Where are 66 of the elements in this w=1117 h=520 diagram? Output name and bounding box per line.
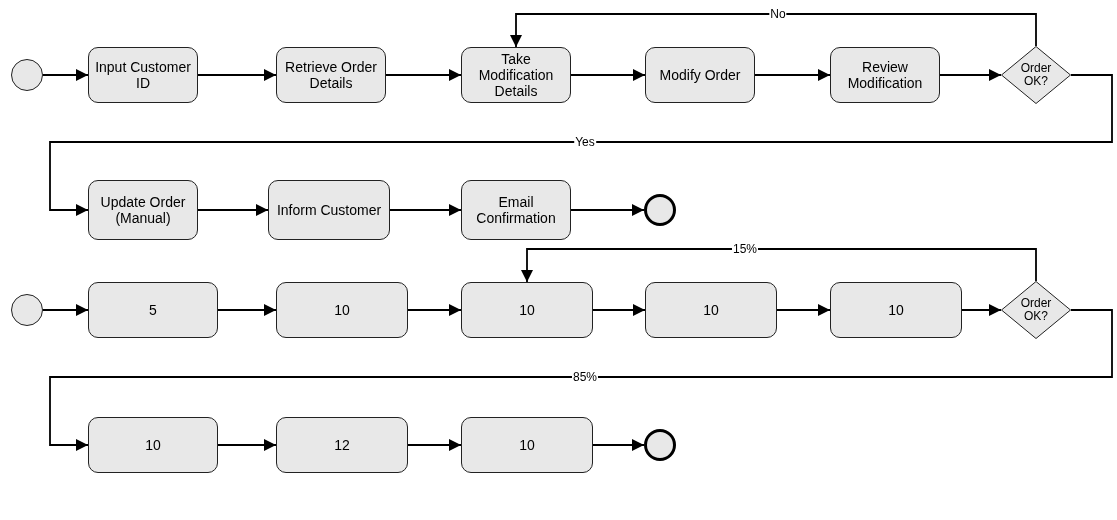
edge-label: Yes xyxy=(574,135,596,149)
arrow xyxy=(49,309,1113,451)
decision-label: Order OK? xyxy=(1019,62,1053,88)
process-box xyxy=(88,282,218,338)
step-label: Inform Customer xyxy=(276,202,382,218)
process-box xyxy=(268,180,390,240)
decision-label: Order OK? xyxy=(1019,297,1053,323)
step-label: 10 xyxy=(703,302,719,318)
arrow xyxy=(389,204,462,216)
decision-diamond xyxy=(1001,46,1071,104)
step-label: 10 xyxy=(334,302,350,318)
arrow xyxy=(570,204,645,216)
arrow xyxy=(592,439,645,451)
process-box xyxy=(461,180,571,240)
step-label: Modify Order xyxy=(659,67,741,83)
process-box xyxy=(461,47,571,103)
arrow xyxy=(510,13,1037,48)
step-label: 10 xyxy=(519,437,535,453)
arrow xyxy=(217,304,277,316)
process-box xyxy=(276,282,408,338)
arrow xyxy=(385,69,462,81)
arrow xyxy=(754,69,831,81)
process-box xyxy=(461,417,593,473)
arrow xyxy=(776,304,831,316)
arrow xyxy=(592,304,646,316)
decision-diamond xyxy=(1001,281,1071,339)
end-event xyxy=(644,429,676,461)
arrow xyxy=(961,304,1002,316)
arrow xyxy=(570,69,646,81)
step-label: 12 xyxy=(334,437,350,453)
arrow xyxy=(197,69,277,81)
process-box xyxy=(88,417,218,473)
step-label: Update Order (Manual) xyxy=(99,194,187,226)
process-box xyxy=(88,47,198,103)
process-box xyxy=(830,47,940,103)
process-box xyxy=(830,282,962,338)
edge-label: 85% xyxy=(572,370,598,384)
process-box xyxy=(461,282,593,338)
start-event xyxy=(11,294,43,326)
step-label: 5 xyxy=(149,302,157,318)
arrow xyxy=(42,304,89,316)
process-box xyxy=(276,417,408,473)
step-label: Email Confirmation xyxy=(475,194,557,226)
arrow xyxy=(939,69,1002,81)
edge-label: No xyxy=(769,7,787,21)
process-box xyxy=(276,47,386,103)
process-box xyxy=(645,47,755,103)
step-label: Take Modification Details xyxy=(477,51,555,99)
step-label: 10 xyxy=(145,437,161,453)
step-label: Review Modification xyxy=(846,59,924,91)
arrow xyxy=(407,439,462,451)
step-label: Input Customer ID xyxy=(94,59,192,91)
arrow xyxy=(407,304,462,316)
process-box xyxy=(645,282,777,338)
arrow xyxy=(49,74,1113,216)
edge-label: 15% xyxy=(732,242,758,256)
end-event xyxy=(644,194,676,226)
start-event xyxy=(11,59,43,91)
arrow xyxy=(197,204,269,216)
step-label: 10 xyxy=(519,302,535,318)
arrow xyxy=(217,439,277,451)
step-label: 10 xyxy=(888,302,904,318)
arrow xyxy=(521,248,1037,283)
step-label: Retrieve Order Details xyxy=(284,59,378,91)
arrow xyxy=(42,69,89,81)
process-box xyxy=(88,180,198,240)
